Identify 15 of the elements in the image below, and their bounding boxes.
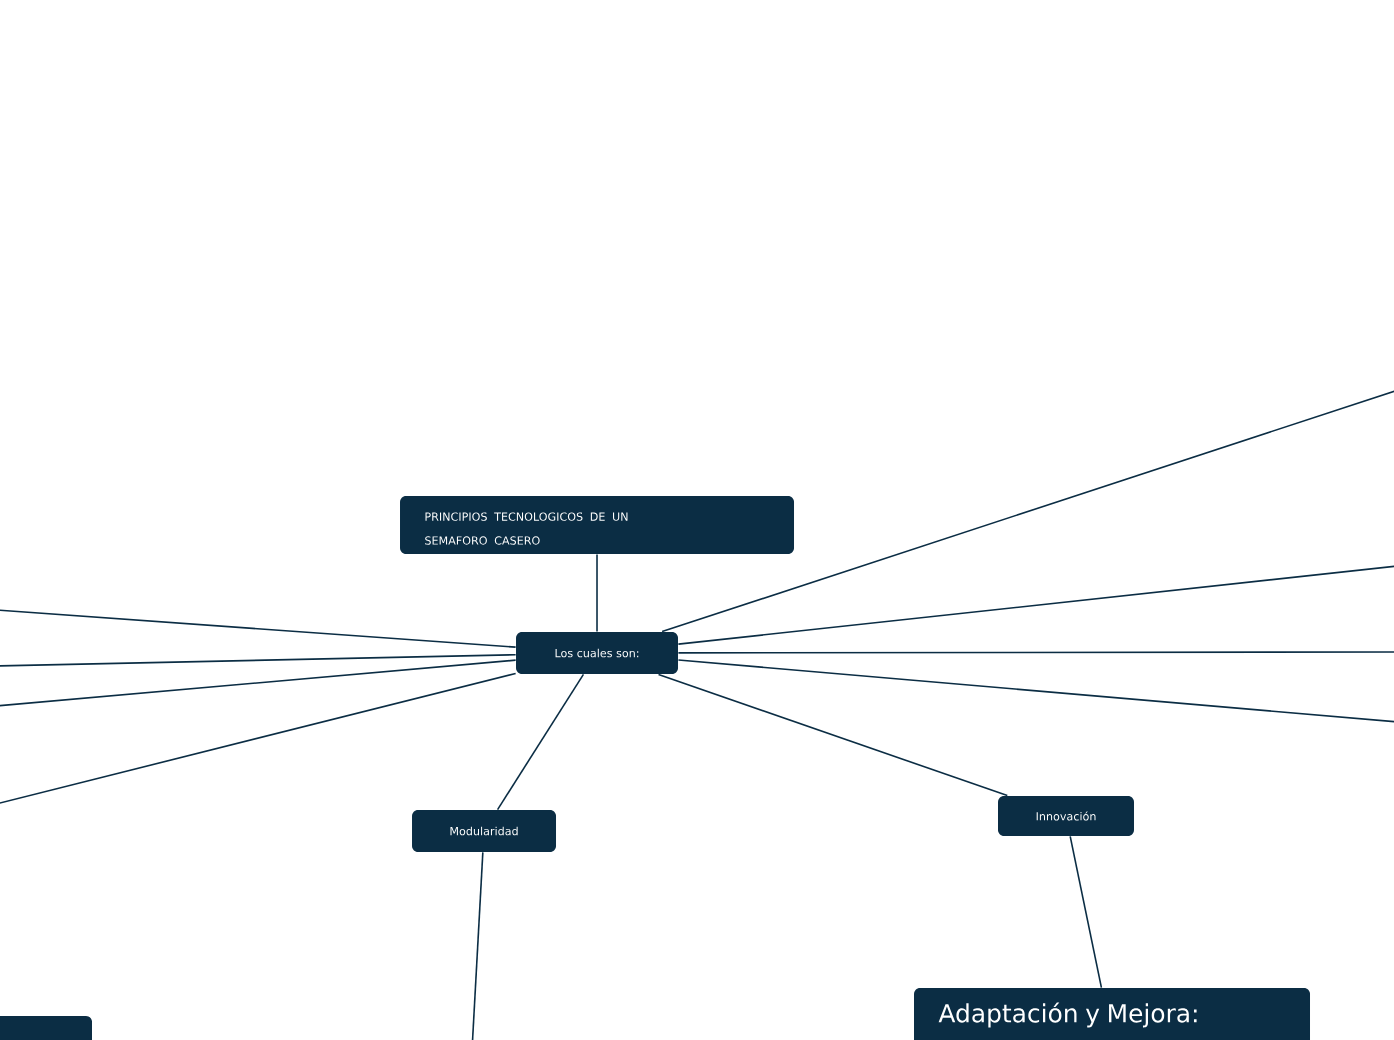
connector-line xyxy=(0,609,517,648)
heading-box: Adaptación y Mejora: xyxy=(914,988,1310,1040)
connector-line xyxy=(0,672,517,805)
connector-line xyxy=(471,851,484,1040)
connector-line xyxy=(0,653,517,667)
connector-line xyxy=(677,651,1394,654)
connector-line xyxy=(657,673,1009,797)
topic-box xyxy=(0,1016,92,1040)
connector-line xyxy=(1069,835,1103,989)
connector-line xyxy=(677,659,1394,723)
connector-line xyxy=(661,389,1394,633)
connector-line xyxy=(596,553,598,633)
connector-line xyxy=(677,565,1394,645)
connector-line xyxy=(0,659,517,707)
connector-line xyxy=(496,673,585,811)
